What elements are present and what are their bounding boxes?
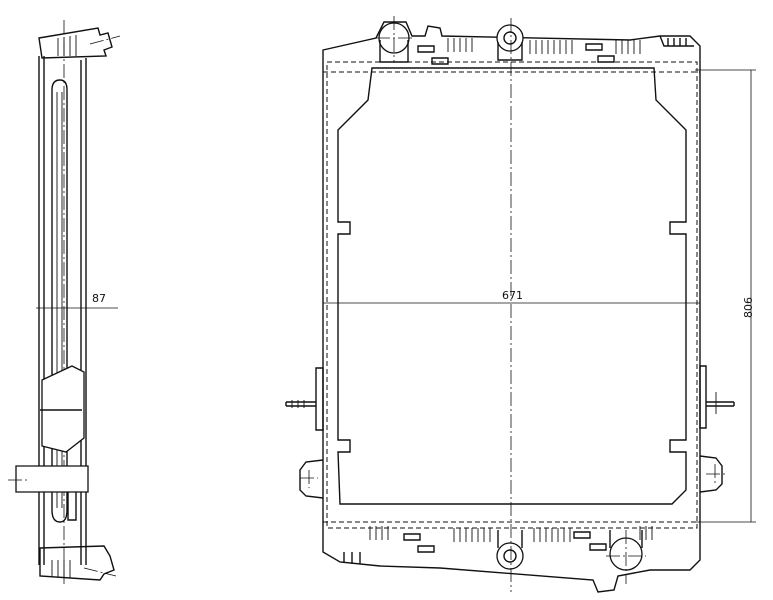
left-mounting-pin [285,367,324,431]
depth-dimension-label: 87 [92,292,106,305]
side-core-slot [51,79,68,523]
front-core-opening [337,67,687,505]
side-mount-bracket [41,365,85,453]
top-tank-fins [417,35,694,65]
left-lower-bracket [299,459,324,499]
side-top-pipe [38,27,121,59]
width-dimension-label: 671 [502,289,523,302]
front-outer-frame [322,21,701,593]
bottom-drain [496,530,524,570]
bottom-tank-fins [343,526,653,564]
height-dimension-label: 806 [742,297,755,318]
front-view: 671 806 [285,16,756,593]
left-bracket-centerline [300,470,318,488]
side-lower-stub [15,465,89,493]
side-bottom-pipe [39,545,117,581]
height-dimension: 806 [695,69,756,523]
right-lower-bracket [699,455,723,493]
front-core-outline [326,61,698,529]
width-dimension: 671 [322,289,701,310]
right-mounting-pin [699,365,735,429]
side-view: 87 [8,20,121,585]
right-bracket-centerline [706,464,726,484]
top-filler-neck [496,24,524,61]
side-lower-lug [67,492,77,521]
bottom-outlet-pipe [606,530,646,584]
top-inlet-pipe [376,16,412,63]
depth-dimension: 87 [36,292,118,316]
